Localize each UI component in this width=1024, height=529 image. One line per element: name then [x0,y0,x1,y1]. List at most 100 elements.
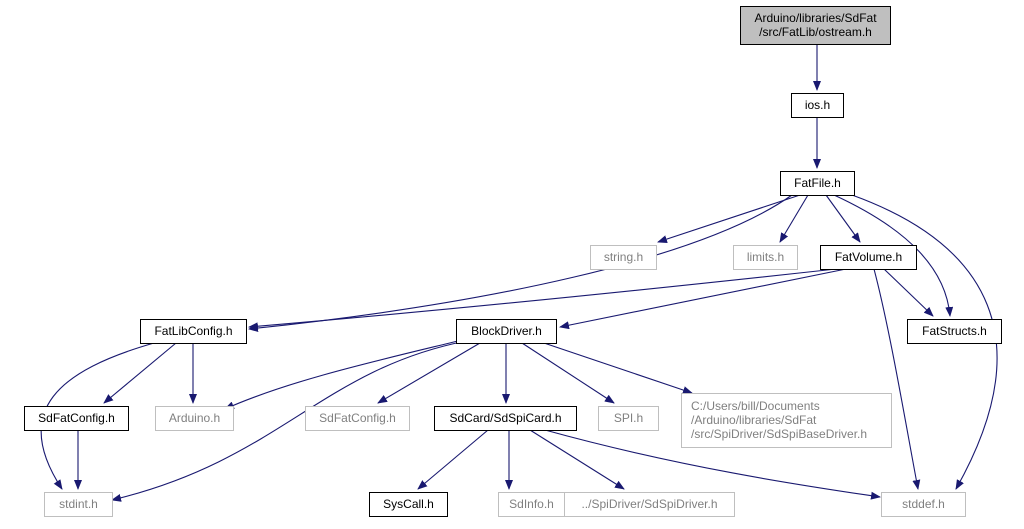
node-arduino: Arduino.h [155,406,234,431]
edge-line [529,429,625,490]
edge-line [103,342,177,404]
node-box [907,319,1002,344]
edge-fatfile-to-stddef [851,194,998,490]
edge-sdspicard-to-syscall [417,429,489,490]
edge-blockdriver-to-spi [521,342,615,404]
edge-line [543,342,693,394]
edge-line [417,429,489,490]
node-label: limits.h [747,250,784,264]
edge-line [779,194,809,243]
node-box [820,245,917,270]
edge-fatfile-to-fatlibconfig [248,194,793,333]
edge-line [825,194,861,243]
node-box [780,171,855,196]
edge-line [657,194,801,243]
edge-blockdriver-to-sdspibase [543,342,693,394]
edge-fatvolume-to-fatstructs [883,268,934,317]
edge-line [883,268,934,317]
edge-fatlibconfig-to-stdint [40,342,155,490]
edge-sdspicard-to-stddef [544,429,881,500]
edge-blockdriver-to-stdint [111,340,467,502]
node-box [369,492,448,517]
node-label: SdFatConfig.h [38,411,115,425]
node-stdint: stdint.h [44,492,113,517]
node-box [598,406,659,431]
edge-fatfile-to-string [657,194,801,243]
node-box [681,393,892,448]
edge-line [40,342,155,490]
edge-sdspicard-to-sdspidriver [529,429,625,490]
edge-blockdriver-to-arduino [224,339,463,410]
node-box [590,245,657,270]
node-box [44,492,113,517]
node-label: stddef.h [902,497,945,511]
node-sdspibase: C:/Users/bill/Documents/Arduino/librarie… [681,393,892,448]
edges-layer [40,44,998,502]
edge-line [248,268,837,331]
edge-fatfile-to-limits [779,194,809,243]
node-label: ios.h [805,98,830,112]
node-label: Arduino/libraries/SdFat [754,11,877,25]
node-sdspidriver: ../SpiDriver/SdSpiDriver.h [564,492,735,517]
node-box [456,319,557,344]
node-sdinfo: SdInfo.h [498,492,565,517]
node-label: BlockDriver.h [471,324,542,338]
node-label: C:/Users/bill/Documents [691,399,820,413]
node-label: stdint.h [59,497,98,511]
node-string: string.h [590,245,657,270]
node-label: Arduino.h [169,411,220,425]
node-box [24,406,129,431]
node-label: /src/SpiDriver/SdSpiBaseDriver.h [691,427,867,441]
node-label: FatStructs.h [922,324,987,338]
edge-line [544,429,881,500]
node-fatvolume[interactable]: FatVolume.h [820,245,917,270]
node-box [434,406,577,431]
edge-fatvolume-to-blockdriver [559,268,847,330]
node-sdspicard[interactable]: SdCard/SdSpiCard.h [434,406,577,431]
node-label: FatLibConfig.h [154,324,232,338]
node-box [791,93,844,118]
node-fatstructs[interactable]: FatStructs.h [907,319,1002,344]
edge-fatvolume-to-fatlibconfig [248,268,837,331]
node-box [155,406,234,431]
node-blockdriver[interactable]: BlockDriver.h [456,319,557,344]
node-label: SysCall.h [383,497,434,511]
node-stddef: stddef.h [881,492,966,517]
node-box [305,406,410,431]
node-spi: SPI.h [598,406,659,431]
node-label: SPI.h [614,411,643,425]
nodes-layer: Arduino/libraries/SdFat/src/FatLib/ostre… [24,6,1002,517]
node-box [140,319,247,344]
node-label: SdCard/SdSpiCard.h [449,411,561,425]
node-label: string.h [604,250,643,264]
edge-fatfile-to-fatstructs [833,194,954,317]
node-box [564,492,735,517]
node-sdfatconfig1[interactable]: SdFatConfig.h [24,406,129,431]
node-label: /Arduino/libraries/SdFat [691,413,817,427]
node-label: FatFile.h [794,176,841,190]
edge-line [111,340,467,502]
edge-fatvolume-to-stddef [873,268,921,490]
node-label: FatVolume.h [835,250,902,264]
node-fatfile[interactable]: FatFile.h [780,171,855,196]
node-limits: limits.h [733,245,798,270]
edge-line [833,194,954,317]
edge-blockdriver-to-sdfatconfig2 [377,342,481,404]
edge-line [224,339,463,410]
edge-line [521,342,615,404]
node-box [881,492,966,517]
edge-line [248,194,793,333]
node-ios[interactable]: ios.h [791,93,844,118]
node-syscall[interactable]: SysCall.h [369,492,448,517]
node-fatlibconfig[interactable]: FatLibConfig.h [140,319,247,344]
edge-line [873,268,921,490]
node-ostream[interactable]: Arduino/libraries/SdFat/src/FatLib/ostre… [740,6,891,45]
node-label: ../SpiDriver/SdSpiDriver.h [581,497,717,511]
edge-line [377,342,481,404]
node-label: SdFatConfig.h [319,411,396,425]
node-label: /src/FatLib/ostream.h [759,25,872,39]
edge-fatfile-to-fatvolume [825,194,861,243]
node-sdfatconfig2: SdFatConfig.h [305,406,410,431]
edge-line [851,194,998,490]
